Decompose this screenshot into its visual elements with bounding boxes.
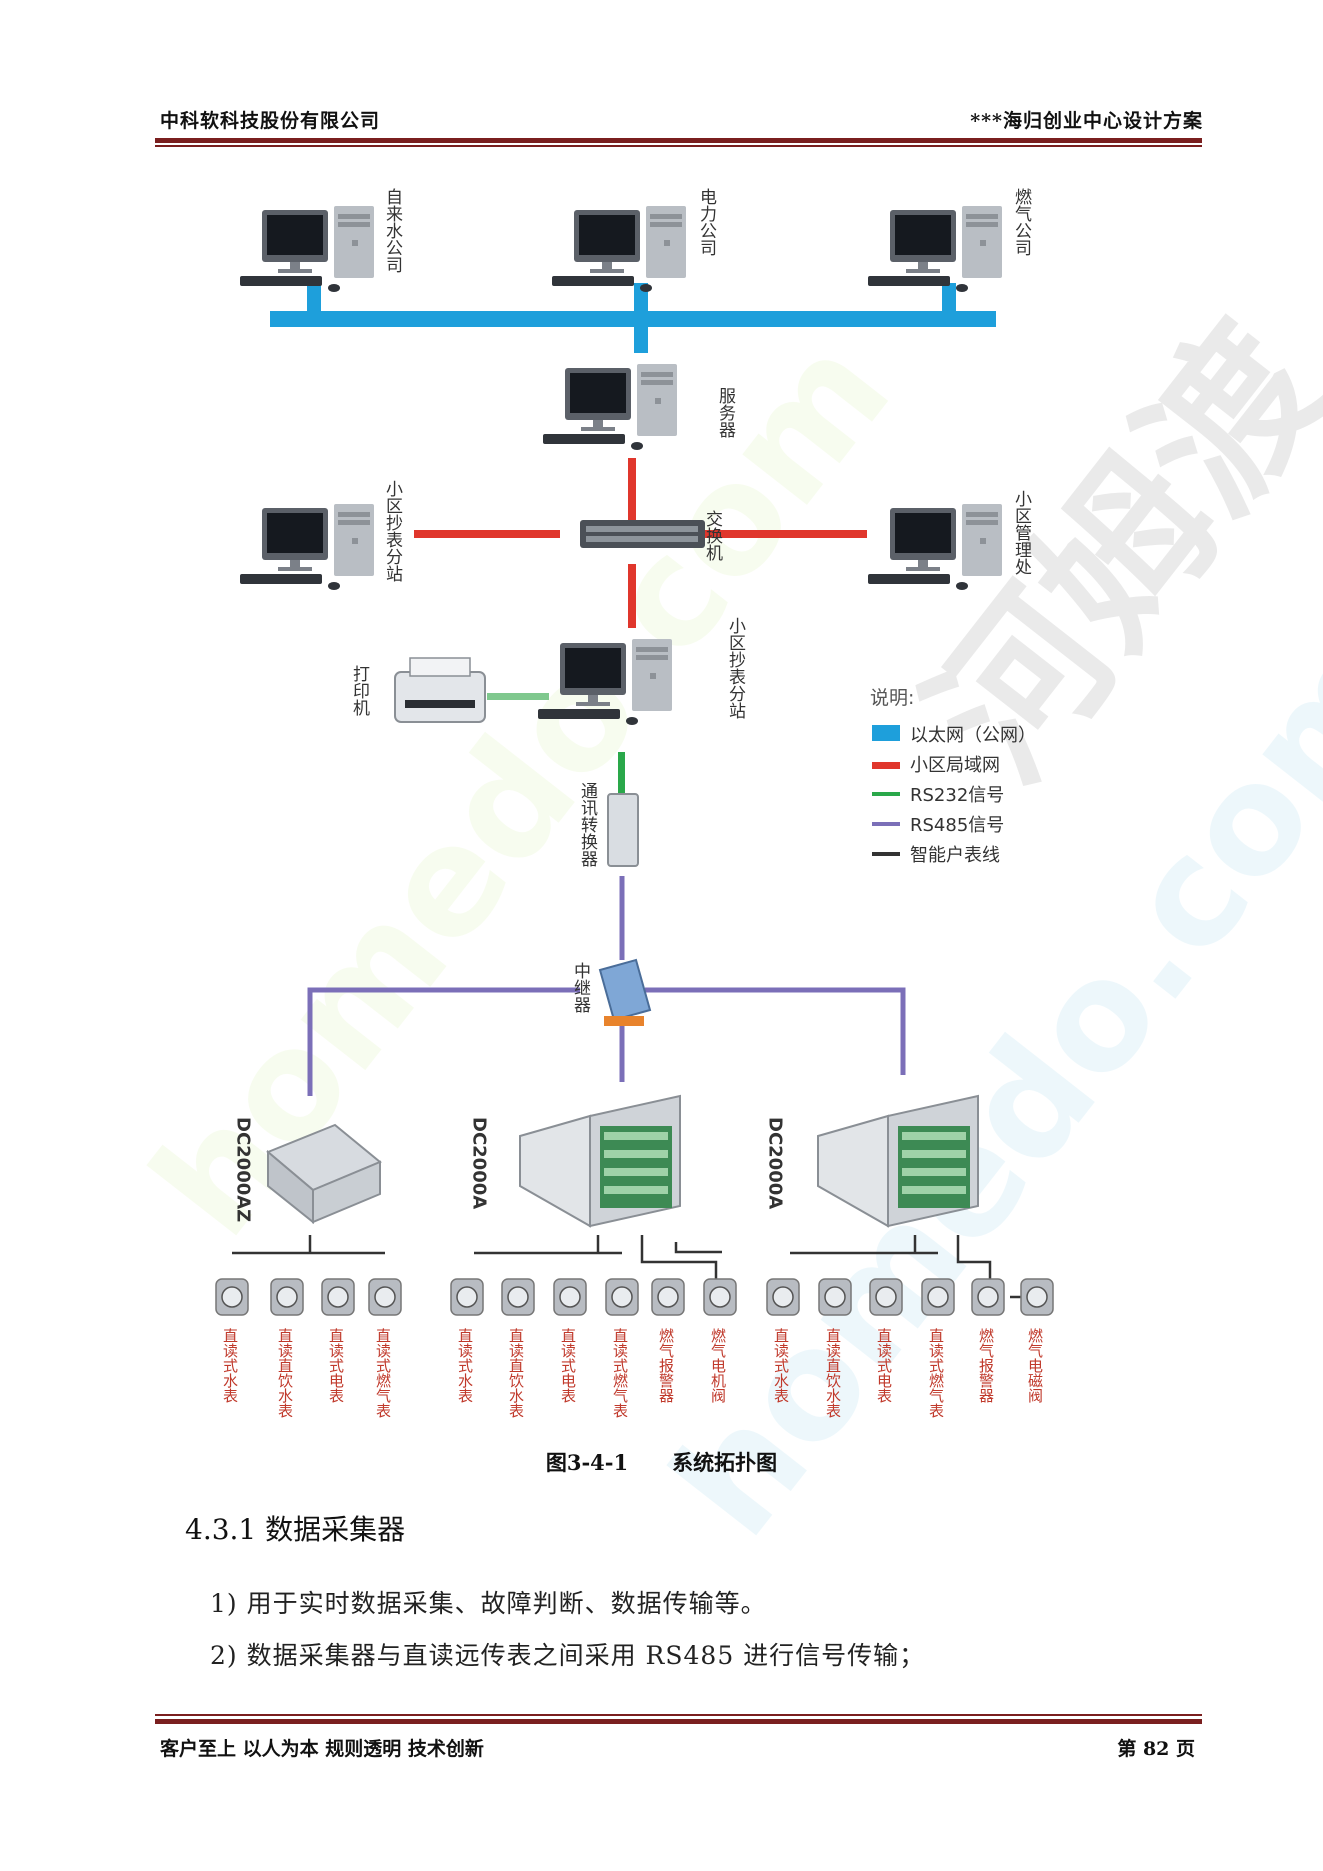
legend-label: RS485信号 bbox=[910, 815, 1004, 836]
section-item: 2) 数据采集器与直读远传表之间采用 RS485 进行信号传输； bbox=[210, 1641, 926, 1670]
footer-slogan: 客户至上 以人为本 规则透明 技术创新 bbox=[160, 1738, 484, 1760]
meter-label: 直读式水表 bbox=[456, 1328, 474, 1403]
meter-icon bbox=[321, 1278, 355, 1316]
page-number: 第 82 页 bbox=[1117, 1738, 1195, 1760]
switch-label: 交换机 bbox=[702, 510, 723, 561]
legend-swatch bbox=[872, 852, 900, 856]
meter-label: 直读直饮水表 bbox=[507, 1328, 525, 1418]
meter-icon bbox=[501, 1278, 535, 1316]
meter-label: 直读直饮水表 bbox=[824, 1328, 842, 1418]
right-office-label: 小区管理处 bbox=[1011, 490, 1032, 575]
legend-label: 小区局域网 bbox=[910, 755, 1000, 776]
meter-label: 燃气电磁阀 bbox=[1026, 1327, 1044, 1404]
meter-label: 直读直饮水表 bbox=[276, 1328, 294, 1418]
repeater-label: 中继器 bbox=[570, 962, 591, 1013]
section-item: 1) 用于实时数据采集、故障判断、数据传输等。 bbox=[210, 1589, 767, 1618]
main-station-label: 小区抄表分站 bbox=[725, 617, 746, 719]
collector-labels: DC2000AZ DC2000A DC2000A bbox=[233, 1117, 786, 1222]
meter-icon bbox=[1020, 1278, 1054, 1316]
meter-label: 直读式电表 bbox=[875, 1328, 893, 1403]
meter-icon bbox=[869, 1278, 903, 1316]
meter-label: 直读式水表 bbox=[221, 1328, 239, 1403]
header-rule bbox=[155, 138, 1202, 143]
meter-label: 直读式燃气表 bbox=[927, 1328, 945, 1418]
figure-number: 图3-4-1 bbox=[545, 1450, 629, 1475]
meter-label: 燃气报警器 bbox=[977, 1327, 995, 1403]
meter-label: 直读式电表 bbox=[327, 1328, 345, 1403]
meter-icon bbox=[368, 1278, 402, 1316]
collector-label: DC2000A bbox=[469, 1117, 490, 1209]
meter-icon bbox=[971, 1278, 1005, 1316]
meter-label: 燃气电机阀 bbox=[709, 1327, 727, 1404]
section-title: 4.3.1 数据采集器 bbox=[185, 1513, 406, 1546]
meter-icon bbox=[450, 1278, 484, 1316]
legend-swatch bbox=[872, 792, 900, 796]
collector-label: DC2000AZ bbox=[233, 1117, 254, 1222]
meter-label: 燃气报警器 bbox=[657, 1327, 675, 1403]
server-label: 服务器 bbox=[715, 387, 736, 438]
meter-labels: 直读式水表 直读直饮水表 直读式电表 直读式燃气表 直读式水表 直读直饮水表 直读式电表 直读… bbox=[221, 1327, 1044, 1418]
meter-icon bbox=[270, 1278, 304, 1316]
header-rule-thin bbox=[155, 145, 1202, 147]
legend-swatch bbox=[872, 822, 900, 826]
meter-icon bbox=[921, 1278, 955, 1316]
meter-label: 直读式电表 bbox=[559, 1328, 577, 1403]
meter-icon bbox=[215, 1278, 249, 1316]
top-node-label: 燃气公司 bbox=[1011, 188, 1032, 256]
top-node-label: 自来水公司 bbox=[382, 188, 403, 273]
footer-rule-thin bbox=[155, 1714, 1202, 1716]
printer-label: 打印机 bbox=[349, 665, 370, 716]
meter-label: 直读式水表 bbox=[772, 1328, 790, 1403]
header-company: 中科软科技股份有限公司 bbox=[160, 110, 381, 132]
left-station-label: 小区抄表分站 bbox=[382, 480, 403, 582]
meter-icon bbox=[651, 1278, 685, 1316]
figure-caption: 图3-4-1 系统拓扑图 bbox=[0, 1447, 1323, 1477]
legend-label: RS232信号 bbox=[910, 785, 1004, 806]
footer-rule bbox=[155, 1719, 1202, 1724]
header-document-title: ***海归创业中心设计方案 bbox=[970, 110, 1203, 132]
meter-icon bbox=[818, 1278, 852, 1316]
meter-icons bbox=[215, 1278, 1054, 1316]
legend-swatch bbox=[872, 725, 900, 741]
legend-label: 以太网（公网） bbox=[910, 725, 1036, 746]
meter-icon bbox=[605, 1278, 639, 1316]
figure-title: 系统拓扑图 bbox=[672, 1450, 778, 1475]
top-node-labels: 自来水公司 电力公司 燃气公司 bbox=[382, 188, 1032, 273]
meter-label: 直读式燃气表 bbox=[611, 1328, 629, 1418]
meter-icon bbox=[703, 1278, 737, 1316]
legend-title: 说明: bbox=[870, 687, 914, 709]
legend-label: 智能户表线 bbox=[910, 845, 1000, 866]
converter-label: 通讯转换器 bbox=[577, 782, 598, 867]
top-node-label: 电力公司 bbox=[696, 188, 717, 256]
meter-icon bbox=[766, 1278, 800, 1316]
meter-icon bbox=[553, 1278, 587, 1316]
collector-label: DC2000A bbox=[765, 1117, 786, 1209]
legend-swatch bbox=[872, 762, 900, 769]
meter-label: 直读式燃气表 bbox=[374, 1328, 392, 1418]
